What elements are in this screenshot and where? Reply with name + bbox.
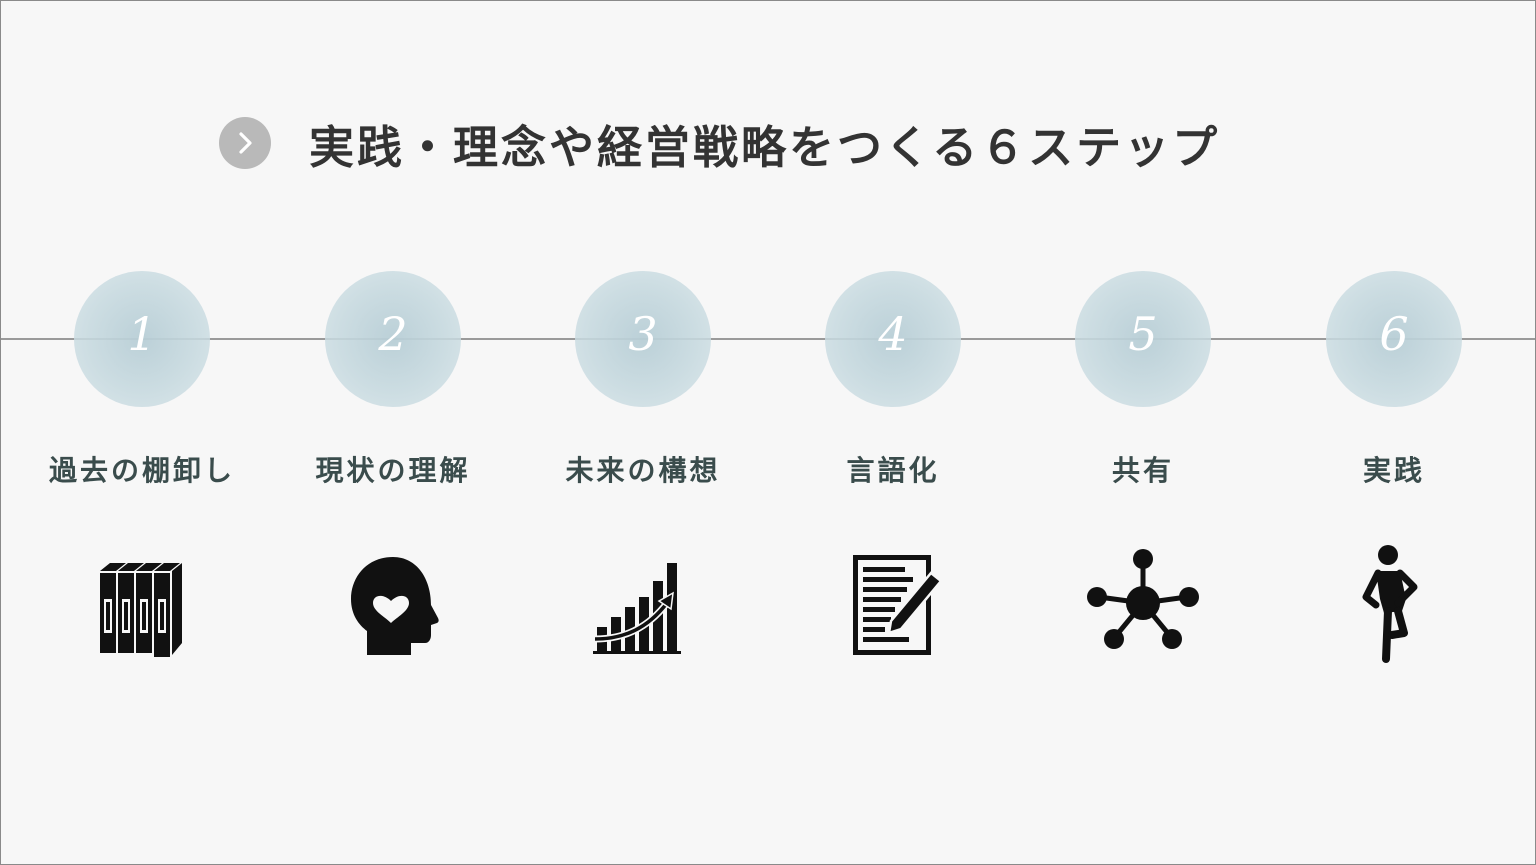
step-label: 過去の棚卸し — [48, 454, 235, 487]
step-label: 現状の理解 — [315, 454, 471, 487]
step-number: 4 — [878, 307, 908, 361]
document-pen-icon — [853, 555, 943, 655]
step-circle — [825, 271, 961, 407]
step-circle — [575, 271, 711, 407]
chevron-right-icon — [219, 117, 271, 169]
step-circle — [325, 271, 461, 407]
books-icon — [100, 563, 182, 657]
walking-person-icon — [1362, 545, 1418, 663]
title-row: 実践・理念や経営戦略をつくる６ステップ — [219, 113, 1221, 174]
step-number: 2 — [378, 307, 408, 361]
step-label: 未来の構想 — [565, 454, 721, 487]
step-label: 実践 — [1362, 454, 1425, 487]
step-label: 共有 — [1111, 454, 1174, 487]
head-heart-icon — [351, 557, 439, 655]
step-number: 5 — [1128, 307, 1158, 361]
step-circle — [1075, 271, 1211, 407]
page-title: 実践・理念や経営戦略をつくる６ステップ — [309, 120, 1221, 174]
step-number: 6 — [1379, 307, 1409, 361]
network-icon — [1087, 549, 1199, 649]
step-number: 3 — [628, 307, 658, 361]
step-circle — [74, 271, 210, 407]
timeline-line — [1, 338, 1535, 340]
step-label: 言語化 — [846, 454, 940, 487]
step-number: 1 — [127, 307, 157, 361]
growth-chart-icon — [593, 563, 681, 654]
step-circle — [1326, 271, 1462, 407]
